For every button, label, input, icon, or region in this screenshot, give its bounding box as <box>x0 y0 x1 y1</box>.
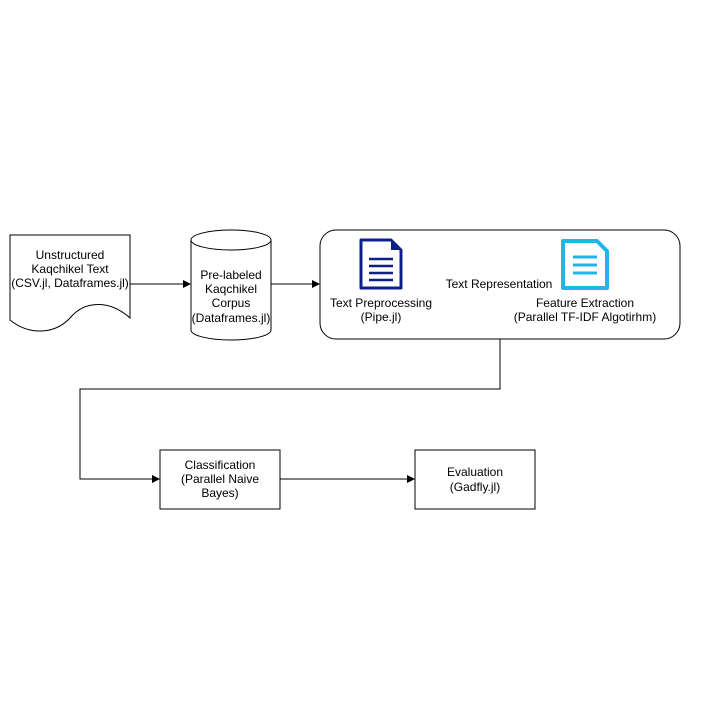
evaluation-node: Evaluation (Gadfly.jl) <box>414 449 536 510</box>
unstructured-text-node: Unstructured Kaqchikel Text (CSV.jl, Dat… <box>9 234 131 332</box>
text-representation-group: Text Representation Text Preprocessing (… <box>319 229 681 340</box>
text-preprocessing-line-2: (Pipe.jl) <box>361 310 402 324</box>
corpus-line-4: (Dataframes.jl) <box>192 311 271 325</box>
classification-line-1: Classification <box>185 458 256 472</box>
unstructured-text-line-3: (CSV.jl, Dataframes.jl) <box>11 276 129 290</box>
cylinder-body <box>190 240 272 341</box>
unstructured-text-line-1: Unstructured <box>36 248 105 262</box>
corpus-node: Pre-labeled Kaqchikel Corpus (Dataframes… <box>190 229 272 341</box>
text-preprocessing-line-1: Text Preprocessing <box>330 296 432 310</box>
classification-node: Classification (Parallel Naive Bayes) <box>159 449 281 510</box>
evaluation-box <box>414 449 536 510</box>
unstructured-text-line-2: Kaqchikel Text <box>31 262 109 276</box>
document-icon-light-blue <box>561 239 609 290</box>
corpus-line-2: Kaqchikel <box>205 282 257 296</box>
document-shape <box>9 234 131 332</box>
classification-line-2: (Parallel Naive <box>181 472 259 486</box>
classification-box <box>159 449 281 510</box>
arrow-representation-to-classification <box>79 339 501 483</box>
document-icon-dark-blue <box>359 238 403 290</box>
corpus-line-1: Pre-labeled <box>200 268 261 282</box>
text-representation-label: Text Representation <box>446 277 553 291</box>
feature-extraction-line-2: (Parallel TF-IDF Algotirhm) <box>514 310 656 324</box>
classification-line-3: Bayes) <box>201 486 238 500</box>
evaluation-line-2: (Gadfly.jl) <box>450 480 500 494</box>
feature-extraction-line-1: Feature Extraction <box>536 296 634 310</box>
corpus-line-3: Corpus <box>212 296 251 310</box>
evaluation-line-1: Evaluation <box>447 465 503 479</box>
cylinder-top <box>190 229 272 251</box>
